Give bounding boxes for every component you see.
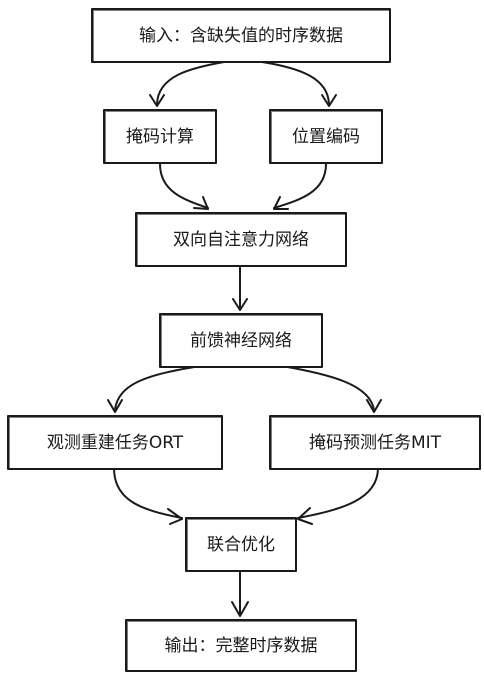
node-dual-attention: 双向自注意力网络: [135, 212, 347, 267]
edges: [107, 61, 382, 617]
node-mask-calc: 掩码计算: [103, 109, 217, 164]
edge-ort-to-joint-opt: [113, 467, 183, 525]
edge-mask-calc-to-dual-attention: [159, 163, 209, 210]
node-mit: 掩码预测任务MIT: [269, 415, 481, 470]
edge-ffn-to-ort: [107, 365, 201, 413]
node-output: 输出：完整时序数据: [125, 619, 357, 672]
edge-joint-opt-to-output: [231, 569, 249, 617]
node-mask-calc-label: 掩码计算: [126, 127, 194, 147]
node-ort-label: 观测重建任务ORT: [47, 433, 184, 453]
edge-pos-encoding-to-dual-attention: [273, 163, 327, 210]
node-joint-opt: 联合优化: [185, 517, 297, 572]
edge-dual-attention-to-ffn: [232, 266, 248, 311]
node-output-label: 输出：完整时序数据: [165, 636, 318, 656]
node-input: 输入：含缺失值的时序数据: [91, 8, 391, 63]
edge-input-to-pos-encoding: [261, 61, 337, 107]
edge-ffn-to-mit: [281, 365, 382, 413]
node-input-label: 输入：含缺失值的时序数据: [139, 26, 343, 46]
edge-input-to-mask-calc: [149, 61, 225, 107]
nodes: 输入：含缺失值的时序数据 掩码计算 位置编码 双向自注意力网络 前馈神经网络 观…: [7, 8, 481, 672]
node-joint-opt-label: 联合优化: [207, 535, 275, 555]
node-pos-encoding-label: 位置编码: [292, 127, 360, 147]
node-ort: 观测重建任务ORT: [7, 415, 223, 470]
node-dual-attention-label: 双向自注意力网络: [173, 230, 309, 250]
node-ffn: 前馈神经网络: [159, 313, 323, 368]
node-pos-encoding: 位置编码: [269, 109, 383, 164]
node-ffn-label: 前馈神经网络: [190, 331, 292, 351]
node-mit-label: 掩码预测任务MIT: [309, 433, 442, 453]
edge-mit-to-joint-opt: [297, 467, 379, 525]
